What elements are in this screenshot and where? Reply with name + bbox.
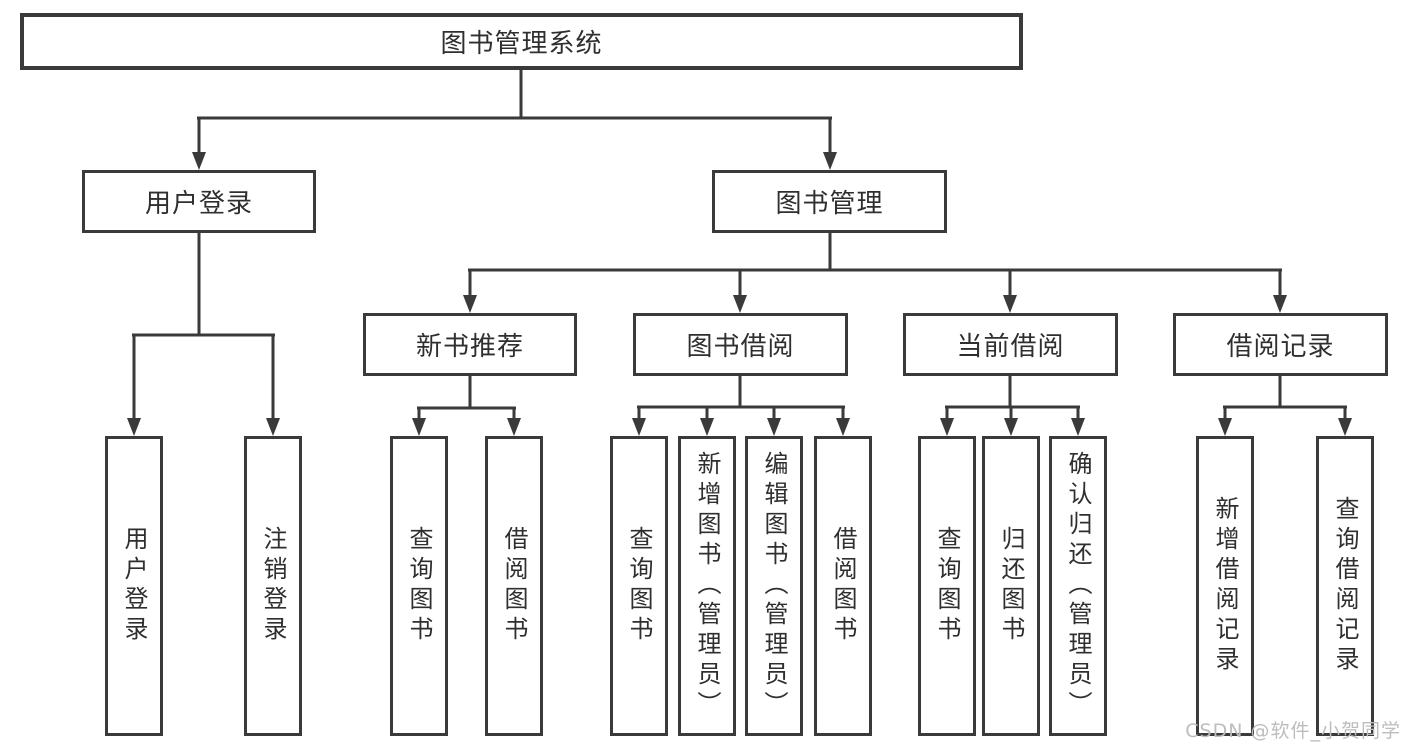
node-book-borrow: 图书借阅 (633, 313, 848, 376)
node-borrow-records: 借阅记录 (1173, 313, 1388, 376)
node-label: 查询图书 (625, 526, 653, 646)
node-label: 注销登录 (259, 526, 287, 646)
node-leaf-confirm-return-admin: 确认归还（管理员） (1049, 436, 1107, 736)
node-label: 新增借阅记录 (1211, 496, 1239, 676)
node-label: 借阅图书 (829, 526, 857, 646)
node-leaf-query-books-borrow: 查询图书 (610, 436, 668, 736)
node-leaf-user-login: 用户登录 (105, 436, 163, 736)
node-leaf-edit-books-admin: 编辑图书（管理员） (745, 436, 803, 736)
connector-new-book-to-leaves (412, 376, 521, 436)
node-new-book-recommend: 新书推荐 (363, 313, 577, 376)
node-leaf-query-books-recommend: 查询图书 (390, 436, 448, 736)
node-label: 归还图书 (997, 526, 1025, 646)
node-leaf-query-books-current: 查询图书 (918, 436, 976, 736)
node-label: 新增图书（管理员） (693, 451, 721, 721)
node-leaf-borrow-books: 借阅图书 (814, 436, 872, 736)
watermark: CSDN @软件_小贺同学 (1185, 720, 1401, 742)
node-leaf-borrow-books-recommend: 借阅图书 (485, 436, 543, 736)
node-label: 查询借阅记录 (1331, 496, 1359, 676)
node-leaf-add-books-admin: 新增图书（管理员） (678, 436, 736, 736)
node-leaf-return-books: 归还图书 (982, 436, 1040, 736)
node-user-login: 用户登录 (82, 170, 316, 233)
node-label: 查询图书 (405, 526, 433, 646)
node-label: 查询图书 (933, 526, 961, 646)
connector-book-borrow-to-leaves (632, 376, 850, 436)
node-leaf-query-borrow-record: 查询借阅记录 (1316, 436, 1374, 736)
node-leaf-logout: 注销登录 (244, 436, 302, 736)
node-label: 图书管理系统 (440, 29, 603, 59)
node-label: 图书借阅 (686, 332, 795, 362)
node-current-borrow: 当前借阅 (903, 313, 1118, 376)
connector-current-borrow-to-leaves (940, 376, 1085, 436)
node-label: 当前借阅 (956, 332, 1065, 362)
node-book-management: 图书管理 (712, 170, 947, 233)
node-label: 用户登录 (120, 526, 148, 646)
node-label: 用户登录 (144, 189, 253, 219)
node-label: 借阅图书 (500, 526, 528, 646)
node-leaf-add-borrow-record: 新增借阅记录 (1196, 436, 1254, 736)
connector-book-management-to-sections (463, 233, 1287, 313)
node-label: 图书管理 (775, 189, 884, 219)
connector-root-to-level2 (192, 70, 837, 170)
node-label: 编辑图书（管理员） (760, 451, 788, 721)
node-label: 借阅记录 (1226, 332, 1335, 362)
node-label: 确认归还（管理员） (1064, 451, 1092, 721)
node-label: 新书推荐 (415, 332, 524, 362)
connector-user-login-to-leaves (127, 233, 280, 436)
node-book-management-system: 图书管理系统 (20, 13, 1023, 70)
connector-borrow-records-to-leaves (1218, 376, 1352, 436)
